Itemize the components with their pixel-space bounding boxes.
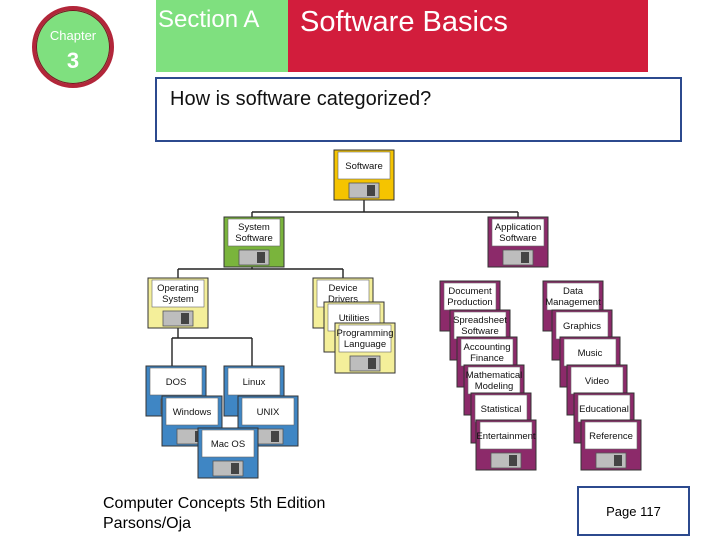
disk-label-math-1: Modeling [475,381,514,392]
disk-slot [368,358,376,369]
disk-label-accounting-0: Accounting [463,342,510,353]
disk-label-application-1: Software [499,233,537,244]
disk-label-software-0: Software [345,161,383,172]
disk-label-unix-0: UNIX [257,407,280,418]
disk-slot [367,185,375,196]
disk-label-system-1: Software [235,233,273,244]
section-box: Section A [156,0,288,72]
disk-label-area [149,367,203,396]
disk-label-area [227,218,281,247]
disk-label-area [338,324,392,353]
chapter-word: Chapter [49,28,97,43]
disk-label-area [555,311,609,340]
disk-label-area [165,397,219,426]
disk-label-area [443,282,497,311]
disk-label-area [491,218,545,247]
disk-nodes: SoftwareSystemSoftwareApplicationSoftwar… [145,149,642,479]
disk-software: Software [333,149,395,201]
disk-label-os-0: Operating [157,283,199,294]
disk-label-graphics-0: Graphics [563,321,601,332]
disk-slot [271,431,279,442]
disk-label-educational-0: Educational [579,404,629,415]
disk-label-area [546,282,600,311]
footer-credit: Computer Concepts 5th Edition Parsons/Oj… [103,494,325,534]
disk-entertainment: Entertainment [475,419,537,471]
disk-label-area [227,367,281,396]
disk-macos: Mac OS [197,427,259,479]
page-number: Page 117 [606,504,661,519]
disk-label-area [453,311,507,340]
disk-label-area [337,151,391,180]
page-number-box: Page 117 [577,486,690,536]
disk-slot [509,455,517,466]
disk-slot [521,252,529,263]
disk-label-math-0: Mathematical [466,370,523,381]
disk-label-area [241,397,295,426]
question-box: How is software categorized? [155,77,682,142]
disk-slot [614,455,622,466]
disk-label-docprod-1: Production [447,297,492,308]
disk-label-docprod-0: Document [448,286,492,297]
disk-label-application-0: Application [495,222,541,233]
disk-label-area [151,279,205,308]
disk-label-area [563,338,617,367]
disk-label-programming-0: Programming [336,328,393,339]
disk-label-drivers-1: Drivers [328,294,358,305]
connector-lines [171,200,519,366]
disk-label-system-0: System [238,222,270,233]
footer-line-2: Parsons/Oja [103,515,192,532]
disk-label-entertainment-0: Entertainment [476,431,536,442]
disk-reference: Reference [580,419,642,471]
disk-label-dos-0: DOS [166,377,187,388]
disk-label-music-0: Music [578,348,603,359]
question-text: How is software categorized? [170,88,432,110]
disk-label-area [570,366,624,395]
disk-slot [231,463,239,474]
disk-label-area [474,394,528,423]
disk-label-datamgmt-1: Management [545,297,601,308]
chapter-badge: Chapter 3 [32,6,114,88]
disk-label-utilities-0: Utilities [339,313,370,324]
disk-label-drivers-0: Device [328,283,357,294]
disk-label-programming-1: Language [344,339,386,350]
section-label: Section A [158,6,260,33]
disk-label-linux-0: Linux [243,377,266,388]
disk-label-macos-0: Mac OS [211,439,245,450]
disk-label-area [584,421,638,450]
disk-slot [181,313,189,324]
disk-label-statistical-0: Statistical [481,404,522,415]
disk-label-area [577,394,631,423]
footer-line-1: Computer Concepts 5th Edition [103,495,326,512]
chapter-number: 3 [66,48,80,73]
disk-label-spreadsheet-0: Spreadsheet [453,315,507,326]
disk-label-windows-0: Windows [173,407,212,418]
title-box: Software Basics [288,0,648,72]
slide-title: Software Basics [300,6,508,38]
disk-label-area [201,429,255,458]
disk-label-video-0: Video [585,376,609,387]
disk-label-os-1: System [162,294,194,305]
disk-label-reference-0: Reference [589,431,633,442]
disk-label-spreadsheet-1: Software [461,326,499,337]
disk-label-area [479,421,533,450]
disk-label-datamgmt-0: Data [563,286,584,297]
disk-unix: UNIX [237,395,299,447]
disk-label-area [460,338,514,367]
disk-label-accounting-1: Finance [470,353,504,364]
disk-slot [257,252,265,263]
